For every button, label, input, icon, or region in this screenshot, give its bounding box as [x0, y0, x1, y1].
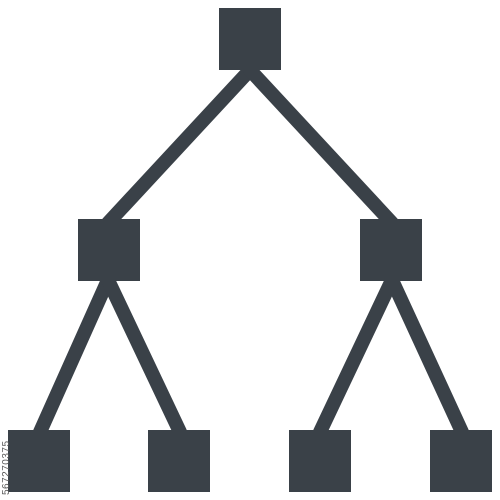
root-node — [219, 8, 281, 70]
edge-root-left-child — [101, 63, 257, 230]
connector-lines — [33, 63, 469, 439]
left-child-node — [78, 219, 140, 281]
tree-nodes — [8, 8, 492, 492]
right-left-leaf-node — [289, 430, 351, 492]
stock-id-label: 567270375 — [1, 440, 12, 495]
edge-right-child-left-leaf — [313, 273, 399, 439]
edge-root-right-child — [243, 63, 399, 230]
left-left-leaf-node — [8, 430, 70, 492]
edge-left-child-right-leaf — [101, 273, 187, 439]
edge-right-child-right-leaf — [385, 273, 469, 439]
edge-left-child-left-leaf — [33, 273, 115, 439]
right-right-leaf-node — [430, 430, 492, 492]
left-right-leaf-node — [148, 430, 210, 492]
right-child-node — [360, 219, 422, 281]
